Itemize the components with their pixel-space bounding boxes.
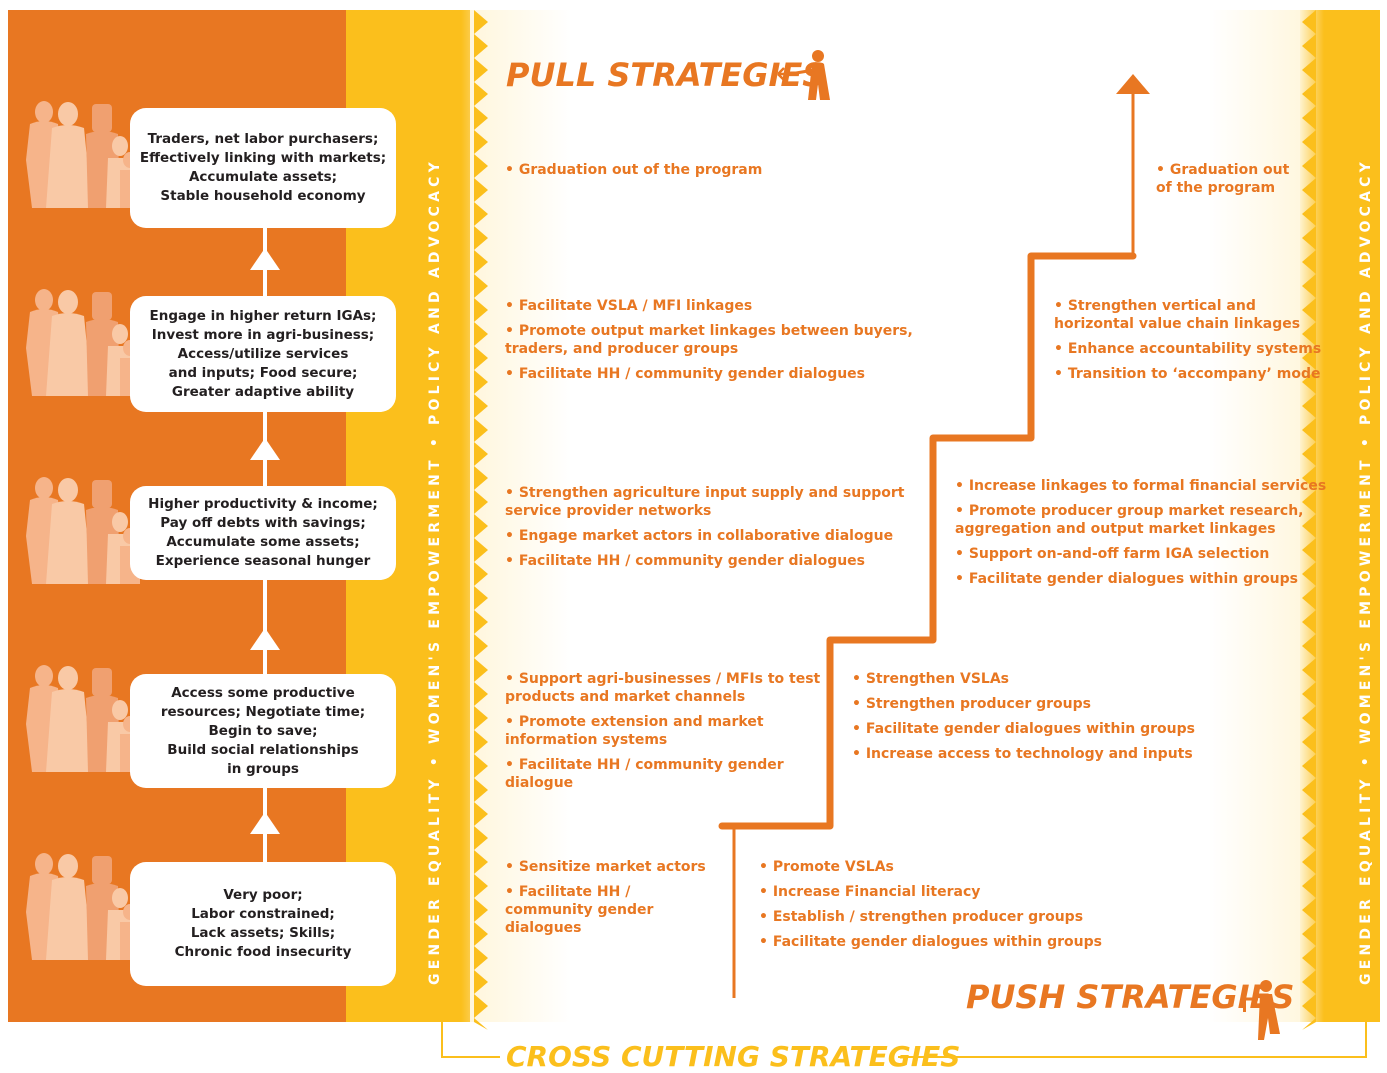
list-item: Graduation out of the program (1156, 161, 1289, 197)
list-item: Enhance accountability systems (1054, 340, 1321, 358)
stage-box-3: Higher productivity & income; Pay off de… (130, 486, 396, 580)
push-list-stage-1: Promote VSLAs Increase Financial literac… (759, 858, 1102, 958)
push-list-stage-5: Graduation out of the program (1156, 161, 1289, 204)
arrow-up-icon (250, 248, 280, 270)
push-strategies-title: PUSH STRATEGIES (966, 978, 1295, 1016)
list-item: Facilitate HH / community gender dialogu… (505, 365, 913, 383)
list-item: Graduation out of the program (505, 161, 763, 179)
person-pushing-icon (1243, 980, 1280, 1040)
stage-box-1: Very poor; Labor constrained; Lack asset… (130, 862, 396, 986)
zigzag-edge (474, 10, 488, 1030)
list-item: Strengthen producer groups (852, 695, 1195, 713)
list-item: Facilitate gender dialogues within group… (955, 570, 1326, 588)
pull-list-stage-5: Graduation out of the program (505, 161, 763, 186)
push-list-stage-2: Strengthen VSLAs Strengthen producer gro… (852, 670, 1195, 770)
list-item: Strengthen agriculture input supply and … (505, 484, 904, 520)
pull-list-stage-3: Strengthen agriculture input supply and … (505, 484, 904, 577)
pull-list-stage-4: Facilitate VSLA / MFI linkages Promote o… (505, 297, 913, 390)
list-item: Transition to ‘accompany’ mode (1054, 365, 1321, 383)
list-item: Promote producer group market research, … (955, 502, 1326, 538)
family-icon (26, 477, 140, 584)
list-item: Support agri-businesses / MFIs to test p… (505, 670, 820, 706)
family-icon (26, 665, 140, 772)
list-item: Facilitate HH / community gender dialogu… (505, 552, 904, 570)
push-list-stage-3: Increase linkages to formal financial se… (955, 477, 1326, 595)
list-item: Facilitate VSLA / MFI linkages (505, 297, 913, 315)
list-item: Facilitate gender dialogues within group… (852, 720, 1195, 738)
list-item: Sensitize market actors (505, 858, 706, 876)
list-item: Increase Financial literacy (759, 883, 1102, 901)
stage-box-4: Engage in higher return IGAs; Invest mor… (130, 296, 396, 412)
list-item: Facilitate HH / community gender dialogu… (505, 883, 706, 937)
list-item: Facilitate HH / community gender dialogu… (505, 756, 820, 792)
arrow-up-icon (250, 438, 280, 460)
list-item: Strengthen vertical and horizontal value… (1054, 297, 1321, 333)
push-list-stage-4: Strengthen vertical and horizontal value… (1054, 297, 1321, 390)
pull-list-stage-1: Sensitize market actors Facilitate HH / … (505, 858, 706, 944)
pull-list-stage-2: Support agri-businesses / MFIs to test p… (505, 670, 820, 799)
family-icon (26, 289, 140, 396)
list-item: Facilitate gender dialogues within group… (759, 933, 1102, 951)
stage-box-2: Access some productive resources; Negoti… (130, 674, 396, 788)
list-item: Promote output market linkages between b… (505, 322, 913, 358)
list-item: Increase access to technology and inputs (852, 745, 1195, 763)
arrow-up-icon (250, 628, 280, 650)
list-item: Increase linkages to formal financial se… (955, 477, 1326, 495)
list-item: Promote VSLAs (759, 858, 1102, 876)
arrow-up-icon (1116, 74, 1150, 94)
arrow-up-icon (250, 812, 280, 834)
pull-strategies-title: PULL STRATEGIES (506, 56, 826, 94)
list-item: Establish / strengthen producer groups (759, 908, 1102, 926)
list-item: Support on-and-off farm IGA selection (955, 545, 1326, 563)
stage-box-5: Traders, net labor purchasers; Effective… (130, 108, 396, 228)
cross-cutting-strategies-title: CROSS CUTTING STRATEGIES (506, 1040, 961, 1073)
list-item: Strengthen VSLAs (852, 670, 1195, 688)
list-item: Engage market actors in collaborative di… (505, 527, 904, 545)
list-item: Promote extension and market information… (505, 713, 820, 749)
person-pulling-icon (777, 50, 830, 100)
